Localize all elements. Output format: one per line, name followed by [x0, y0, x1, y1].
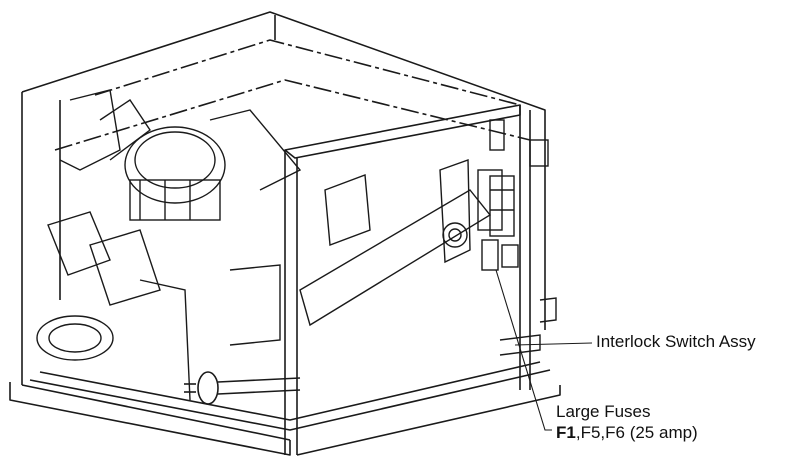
power-cord [184, 371, 301, 405]
fuse-rest-label: ,F5,F6 (25 amp) [575, 423, 698, 442]
fuse-block [477, 119, 519, 271]
magnetron-assembly [59, 89, 302, 221]
front-diagonal-brace [299, 159, 492, 327]
leader-lines [495, 269, 593, 431]
transformer-assembly [36, 211, 281, 401]
fuse-ratings-label: F1,F5,F6 (25 amp) [556, 423, 698, 443]
large-fuses-label: Large Fuses [556, 402, 651, 421]
fuse-f1-label: F1 [556, 423, 576, 442]
interlock-switch [499, 139, 557, 356]
cabinet-frame [9, 11, 561, 456]
interlock-switch-label: Interlock Switch Assy [596, 332, 756, 351]
